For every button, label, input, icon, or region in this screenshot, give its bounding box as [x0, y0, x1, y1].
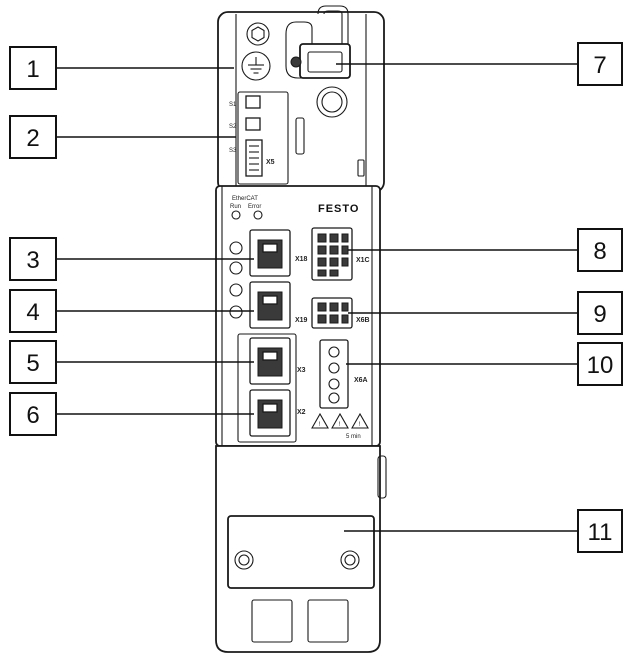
port-x18-label: X18 — [295, 256, 308, 263]
ground-terminal-icon — [241, 51, 271, 81]
ethernet-port-x2 — [249, 389, 291, 437]
dip-switch-block: S1 S2 S3 X5 — [229, 91, 365, 185]
callout-6: 6 — [9, 392, 57, 436]
warning-icons: ! ! ! — [311, 412, 369, 429]
led-error-label: Error — [248, 204, 261, 210]
svg-text:!: ! — [339, 422, 341, 428]
svg-text:!: ! — [319, 422, 321, 428]
mounting-bracket — [227, 515, 375, 643]
port-x2-label: X2 — [297, 409, 306, 416]
side-clip — [377, 455, 387, 499]
x3-x2-frame — [237, 333, 297, 443]
port-x6a-label: X6A — [354, 377, 368, 384]
callout-2-label: 2 — [26, 125, 39, 152]
led-run-label: Run — [230, 204, 241, 210]
top-cap — [217, 11, 385, 193]
callout-3-label: 3 — [26, 247, 39, 274]
callout-7: 7 — [577, 42, 623, 86]
leds-label: EtherCAT — [232, 196, 258, 202]
callout-4: 4 — [9, 289, 57, 333]
brand-logo: FESTO — [318, 203, 359, 215]
svg-text:S3: S3 — [229, 148, 237, 154]
port-x3-label: X3 — [297, 367, 306, 374]
svg-text:S1: S1 — [229, 102, 237, 108]
svg-text:S2: S2 — [229, 124, 237, 130]
svg-text:!: ! — [359, 422, 361, 428]
connector-x1c — [311, 227, 353, 281]
port-symbols — [229, 241, 243, 319]
callout-1-label: 1 — [26, 56, 39, 83]
port-x1c-label: X1C — [356, 257, 370, 264]
ethernet-port-x3 — [249, 337, 291, 385]
callout-11: 11 — [577, 509, 623, 553]
connector-x6a — [319, 339, 349, 409]
run-led-icon — [231, 210, 241, 220]
error-led-icon — [253, 210, 263, 220]
cable-connector — [285, 5, 351, 79]
callout-10: 10 — [577, 342, 623, 386]
callout-9: 9 — [577, 291, 623, 335]
callout-3: 3 — [9, 237, 57, 281]
ethernet-port-x18 — [249, 229, 291, 277]
port-x5-label: X5 — [266, 159, 275, 166]
warning-text: 5 min — [346, 434, 361, 440]
round-plug-icon — [316, 86, 348, 118]
callout-1: 1 — [9, 46, 57, 90]
callout-2: 2 — [9, 115, 57, 159]
connector-x6b — [311, 297, 353, 329]
callout-10-label: 10 — [587, 352, 614, 379]
callout-7-label: 7 — [593, 52, 606, 79]
callout-8-label: 8 — [593, 238, 606, 265]
port-x6b-label: X6B — [356, 317, 370, 324]
callout-11-label: 11 — [588, 519, 613, 546]
port-x19-label: X19 — [295, 317, 308, 324]
callout-6-label: 6 — [26, 402, 39, 429]
ethernet-port-x19 — [249, 281, 291, 329]
callout-4-label: 4 — [26, 299, 39, 326]
callout-5: 5 — [9, 340, 57, 384]
callout-5-label: 5 — [26, 350, 39, 377]
callout-8: 8 — [577, 228, 623, 272]
callout-9-label: 9 — [593, 301, 606, 328]
top-screw-icon — [246, 22, 270, 46]
leader-lines — [56, 63, 578, 532]
